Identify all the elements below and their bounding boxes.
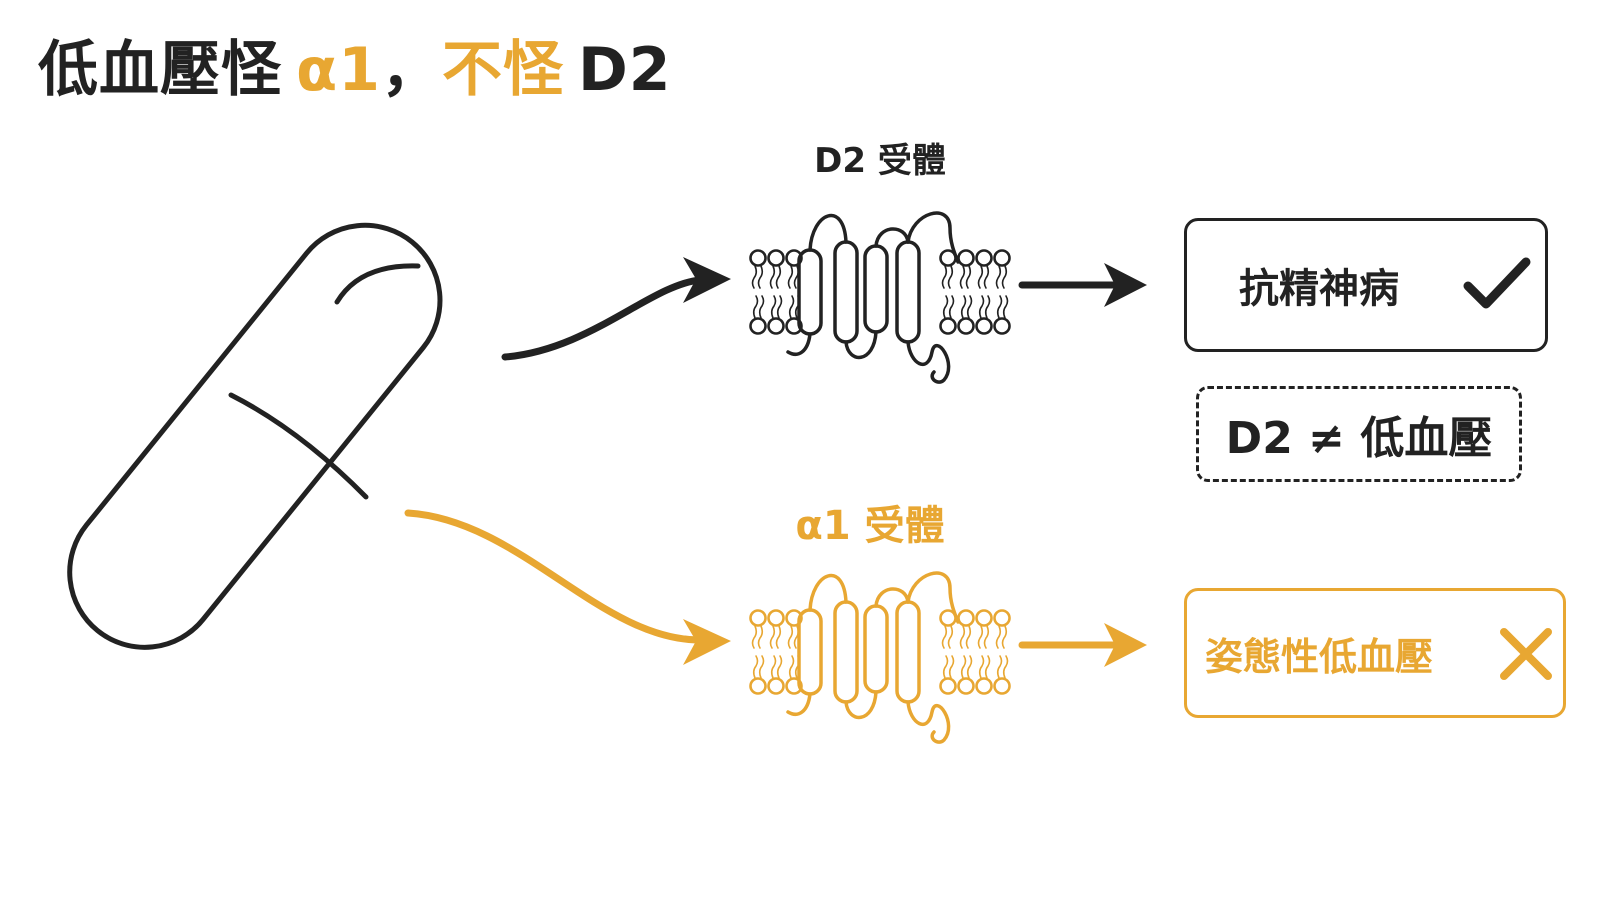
antipsychotic-effect-text: 抗精神病 [1239,266,1399,312]
arrow-a1-to-side-effect [1018,623,1147,667]
orthostatic-hypotension-text: 姿態性低血壓 [1205,634,1434,679]
title-part-d2: D2 [577,35,672,105]
d2-not-hypotension-note: D2 ≠ 低血壓 [1196,386,1522,482]
capsule-icon [67,222,443,650]
arrow-capsule-to-a1 [404,509,731,665]
antipsychotic-effect-box: 抗精神病 [1184,218,1548,352]
orthostatic-hypotension-box: 姿態性低血壓 [1184,588,1566,718]
title-part-not-blame: 不怪 [441,35,564,105]
d2-receptor-label: D2 受體 [814,141,946,181]
d2-not-hypotension-text: D2 ≠ 低血壓 [1225,413,1493,464]
arrow-capsule-to-d2 [501,257,731,361]
a1-receptor-icon [751,573,1010,742]
check-icon [1463,257,1531,309]
d2-receptor-icon [751,213,1010,382]
a1-receptor-label: α1 受體 [795,503,945,549]
arrow-d2-to-effect [1018,263,1147,307]
cross-icon [1500,628,1552,680]
title-part-alpha1: α1 [296,35,381,105]
title-comma: ， [380,35,442,105]
title-part-1: 低血壓怪 [38,35,282,105]
